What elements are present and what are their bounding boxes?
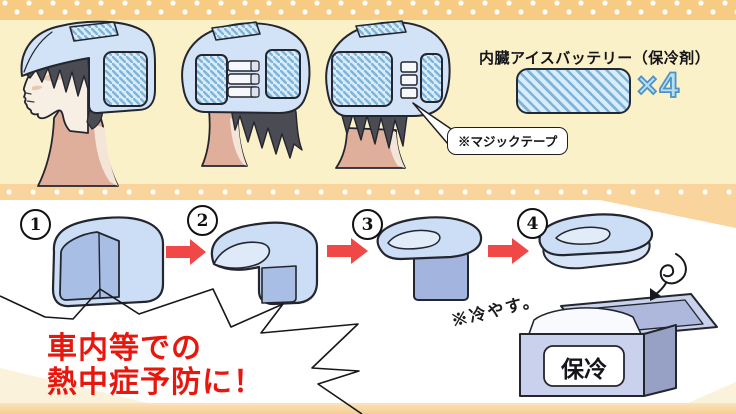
step-number-3: 3 [352, 209, 383, 240]
folded-hat-inside [528, 307, 642, 335]
head-back-side-view [181, 21, 311, 167]
step-number-3-label: 3 [361, 214, 374, 235]
step-number-4-label: 4 [526, 213, 539, 234]
velcro-callout: ※マジックテープ [447, 127, 569, 155]
band-bottom [0, 403, 736, 414]
cooler-label: 保冷 [560, 356, 607, 382]
velcro-straps [400, 61, 418, 99]
fold-step-3-hat [376, 216, 483, 301]
ice-battery-panel [103, 51, 148, 107]
velcro-straps [227, 60, 260, 98]
dotted-band-divider [0, 184, 736, 200]
slogan: 車内等での 熱中症予防に！ [47, 332, 264, 399]
step-number-1-label: 1 [29, 214, 42, 235]
fold-step-4-hat [538, 213, 654, 270]
step-number-4: 4 [517, 208, 548, 239]
quantity-label: ×4 [636, 65, 681, 106]
fold-step-1-hat [51, 216, 165, 308]
slogan-line-2: 熱中症予防に！ [47, 365, 264, 399]
red-arrow-icon [327, 238, 368, 264]
head-back-view [325, 20, 458, 169]
slogan-line-1: 車内等での [47, 332, 202, 365]
step-number-2: 2 [187, 205, 218, 236]
ice-battery-swatch [516, 68, 631, 114]
step-number-1: 1 [20, 209, 51, 240]
fold-step-2-hat [210, 221, 319, 306]
step-number-2-label: 2 [196, 210, 209, 231]
cooler-box: 保冷 [519, 293, 718, 397]
hair [230, 103, 303, 159]
cooler-label-plate [543, 345, 625, 387]
swirl-arrow-icon [650, 253, 687, 301]
red-arrow-icon [166, 239, 206, 265]
dotted-band-top [0, 0, 736, 20]
starburst-line [0, 288, 363, 414]
red-arrow-icon [488, 238, 529, 264]
velcro-callout-label: ※マジックテープ [458, 135, 558, 149]
head-profile-view [20, 20, 156, 187]
legend-title: 内臓アイスバッテリー（保冷剤） [479, 50, 711, 67]
